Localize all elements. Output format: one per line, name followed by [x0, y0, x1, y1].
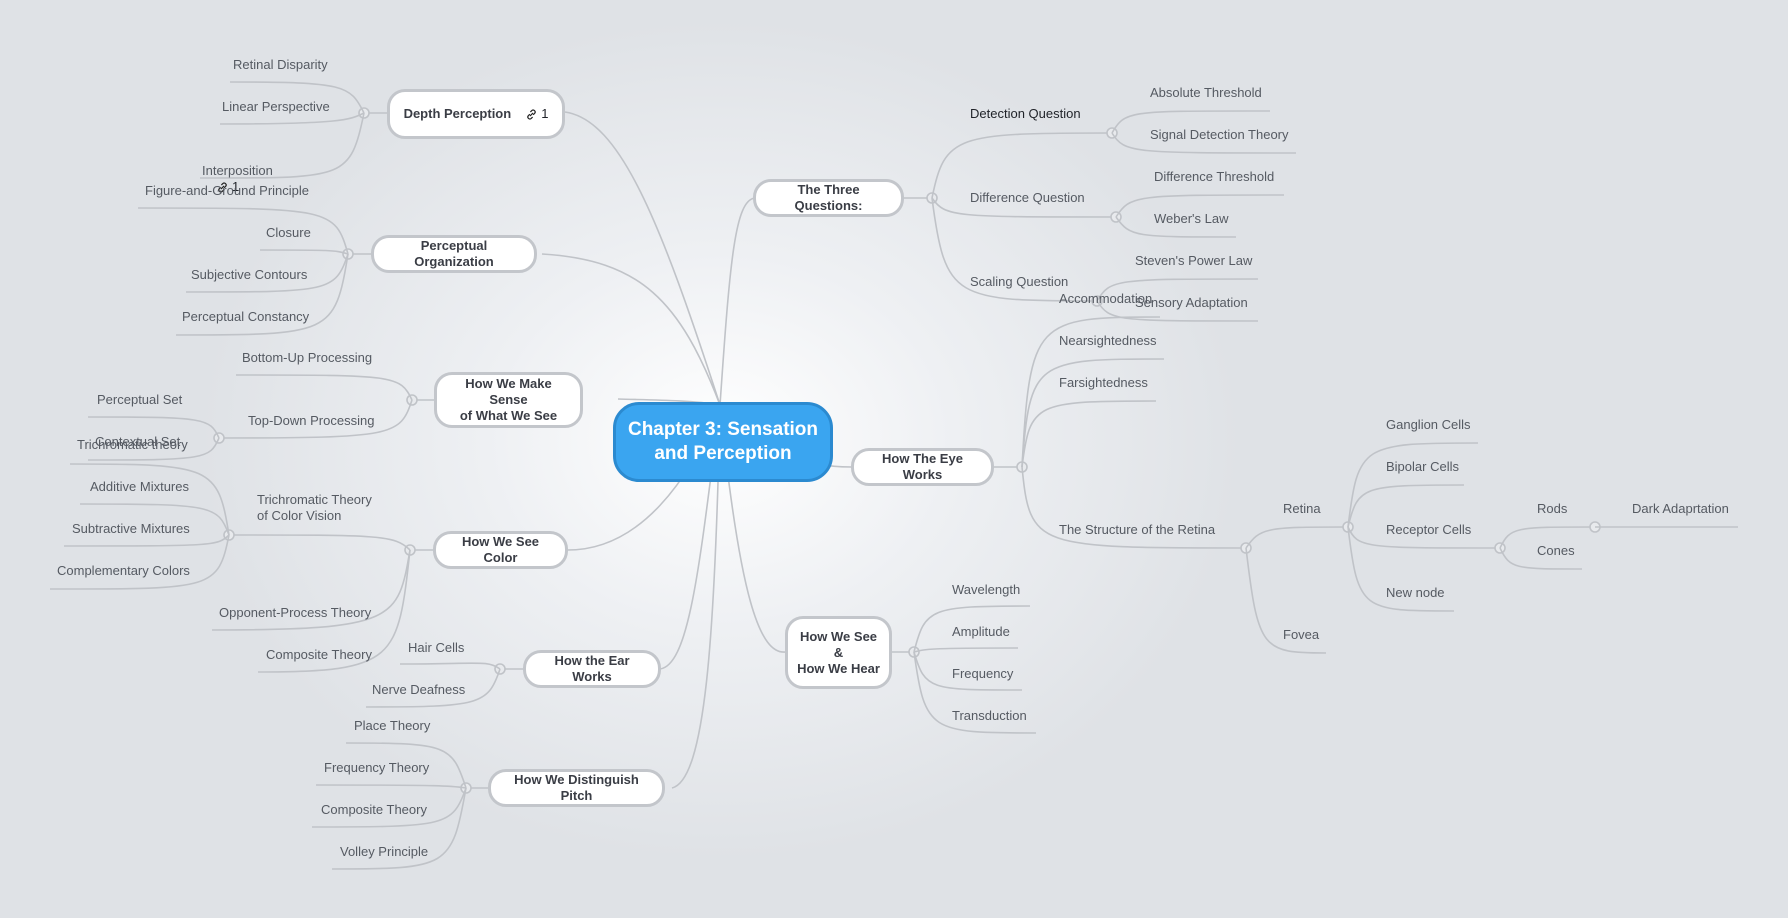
node-volley-principle[interactable]: Volley Principle — [340, 844, 429, 859]
node-label: Interposition — [202, 163, 273, 178]
node-receptor-cells[interactable]: Receptor Cells — [1386, 522, 1472, 537]
node-farsightedness[interactable]: Farsightedness — [1059, 375, 1148, 390]
node-composite-theory-pitch[interactable]: Composite Theory — [321, 802, 427, 817]
node-ganglion-cells[interactable]: Ganglion Cells — [1386, 417, 1471, 432]
link-badge[interactable]: 1 — [216, 179, 239, 195]
node-stevens-power-law[interactable]: Steven's Power Law — [1135, 253, 1253, 268]
node-new-node[interactable]: New node — [1386, 585, 1445, 600]
node-frequency[interactable]: Frequency — [952, 666, 1014, 681]
link-badge[interactable]: 1 — [525, 106, 548, 122]
node-absolute-threshold[interactable]: Absolute Threshold — [1150, 85, 1262, 100]
link-count: 1 — [232, 179, 240, 194]
node-subjective-contours[interactable]: Subjective Contours — [191, 267, 308, 282]
node-composite-theory-color[interactable]: Composite Theory — [266, 647, 372, 662]
node-frequency-theory[interactable]: Frequency Theory — [324, 760, 430, 775]
topic-see-and-hear[interactable]: How We See & How We Hear — [785, 616, 892, 689]
topic-distinguish-pitch[interactable]: How We Distinguish Pitch — [488, 769, 665, 807]
node-top-down[interactable]: Top-Down Processing — [248, 413, 375, 428]
central-topic[interactable]: Chapter 3: Sensation and Perception — [613, 402, 833, 482]
node-nearsightedness[interactable]: Nearsightedness — [1059, 333, 1157, 348]
node-difference-question[interactable]: Difference Question — [970, 190, 1085, 205]
node-dark-adaptation[interactable]: Dark Adaprtation — [1632, 501, 1729, 516]
node-signal-detection[interactable]: Signal Detection Theory — [1150, 127, 1289, 142]
node-transduction[interactable]: Transduction — [952, 708, 1027, 723]
topic-depth-perception[interactable]: Depth Perception 1 — [387, 89, 565, 139]
link-count: 1 — [541, 106, 549, 121]
node-detection-question[interactable]: Detection Question — [970, 106, 1081, 121]
node-linear-perspective[interactable]: Linear Perspective — [222, 99, 330, 114]
node-scaling-question[interactable]: Scaling Question — [970, 274, 1069, 289]
node-cones[interactable]: Cones — [1537, 543, 1575, 558]
node-difference-threshold[interactable]: Difference Threshold — [1154, 169, 1275, 184]
node-webers-law[interactable]: Weber's Law — [1154, 211, 1229, 226]
node-retina[interactable]: Retina — [1283, 501, 1321, 516]
node-nerve-deafness[interactable]: Nerve Deafness — [372, 682, 466, 697]
node-opponent-process[interactable]: Opponent-Process Theory — [219, 605, 372, 620]
node-figure-ground[interactable]: Figure-and-Ground Principle — [145, 183, 310, 198]
node-rods[interactable]: Rods — [1537, 501, 1568, 516]
node-contextual-set[interactable]: Contextual Set — [95, 434, 181, 449]
node-perceptual-set[interactable]: Perceptual Set — [97, 392, 183, 407]
topic-label: Depth Perception — [403, 106, 512, 121]
link-icon — [527, 108, 536, 120]
topic-make-sense[interactable]: How We Make Sense of What We See — [434, 372, 583, 428]
topic-perceptual-organization[interactable]: Perceptual Organization — [371, 235, 537, 273]
node-amplitude[interactable]: Amplitude — [952, 624, 1010, 639]
link-icon — [218, 181, 227, 193]
topic-eye-works[interactable]: How The Eye Works — [851, 448, 994, 486]
topic-see-color[interactable]: How We See Color — [433, 531, 568, 569]
node-interposition[interactable]: Interposition 1 — [202, 147, 273, 198]
node-bipolar-cells[interactable]: Bipolar Cells — [1386, 459, 1459, 474]
node-additive-mixtures[interactable]: Additive Mixtures — [90, 479, 189, 494]
node-closure[interactable]: Closure — [266, 225, 311, 240]
node-perceptual-constancy[interactable]: Perceptual Constancy — [182, 309, 310, 324]
node-fovea[interactable]: Fovea — [1283, 627, 1320, 642]
node-complementary-colors[interactable]: Complementary Colors — [57, 563, 190, 578]
topic-ear-works[interactable]: How the Ear Works — [523, 650, 661, 688]
node-retina-structure[interactable]: The Structure of the Retina — [1059, 522, 1216, 537]
node-retinal-disparity[interactable]: Retinal Disparity — [233, 57, 328, 72]
node-bottom-up[interactable]: Bottom-Up Processing — [242, 350, 373, 365]
topic-three-questions[interactable]: The Three Questions: — [753, 179, 904, 217]
node-wavelength[interactable]: Wavelength — [952, 582, 1021, 597]
node-sensory-adaptation[interactable]: Sensory Adaptation — [1135, 295, 1248, 310]
node-trichromatic-theory[interactable]: Trichromatic theory — [77, 437, 188, 452]
node-subtractive-mixtures[interactable]: Subtractive Mixtures — [72, 521, 190, 536]
node-trichromatic-color-vision[interactable]: Trichromatic Theory of Color Vision — [257, 492, 372, 523]
node-place-theory[interactable]: Place Theory — [354, 718, 431, 733]
node-accommodation[interactable]: Accommodation — [1059, 291, 1153, 306]
node-hair-cells[interactable]: Hair Cells — [408, 640, 465, 655]
